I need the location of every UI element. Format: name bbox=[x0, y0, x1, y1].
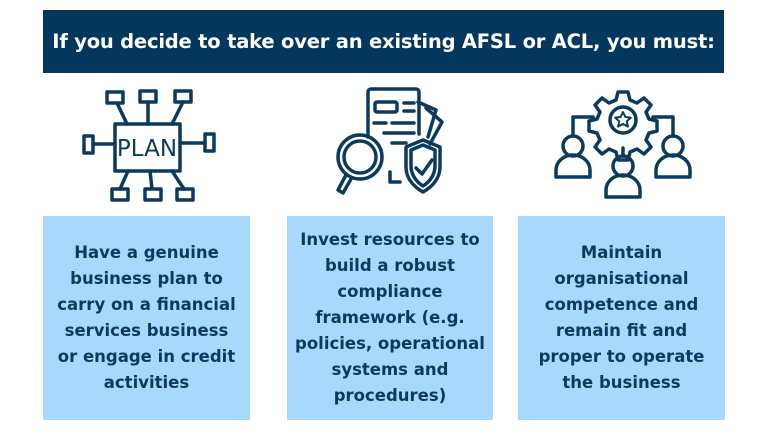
card-text: Maintain organisational competence and r… bbox=[538, 243, 705, 392]
gear-people-hierarchy-icon bbox=[548, 82, 698, 207]
document-search-shield-icon bbox=[330, 82, 455, 207]
header-banner: If you decide to take over an existing A… bbox=[43, 10, 724, 73]
plan-network-icon: PLAN bbox=[72, 82, 232, 207]
requirement-card-business-plan: Have a genuine business plan to carry on… bbox=[43, 216, 250, 420]
plan-label: PLAN bbox=[117, 136, 177, 162]
header-title: If you decide to take over an existing A… bbox=[52, 30, 715, 53]
requirement-card-competence: Maintain organisational competence and r… bbox=[518, 216, 725, 420]
card-text: Have a genuine business plan to carry on… bbox=[57, 243, 236, 392]
requirement-card-compliance: Invest resources to build a robust compl… bbox=[287, 216, 493, 420]
card-text: Invest resources to build a robust compl… bbox=[295, 230, 485, 405]
